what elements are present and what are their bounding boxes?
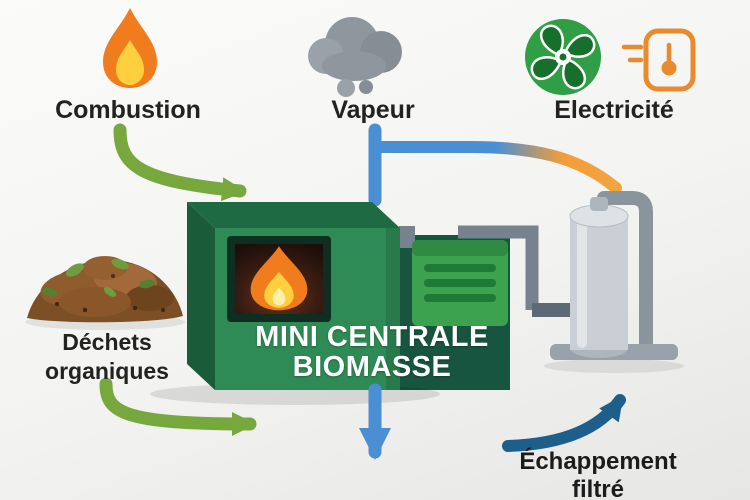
plant-edge-shading — [386, 228, 400, 390]
dechets-line2: organiques — [45, 358, 169, 385]
waste-to-plant-arrow — [99, 377, 257, 436]
flame-icon — [103, 8, 157, 88]
speckle — [161, 308, 165, 312]
plant-title: MINI CENTRALE BIOMASSE — [222, 322, 522, 383]
turbine-fan-icon — [525, 19, 601, 95]
echappement-line1: Échappement — [519, 448, 677, 475]
speckle — [55, 302, 59, 306]
plant-top-face — [187, 202, 400, 228]
leaf — [111, 258, 129, 270]
cloud-tail-puff — [337, 79, 355, 97]
fan-blade — [563, 33, 596, 58]
leaf — [103, 287, 117, 297]
tank-highlight — [577, 218, 587, 348]
leaf — [139, 279, 155, 289]
flow-arrows-top — [113, 123, 622, 207]
pipe-connector — [399, 226, 415, 248]
plant-title-line1: MINI CENTRALE — [255, 321, 489, 353]
organic-waste-pile — [25, 256, 185, 330]
generator-vent-slot — [424, 264, 496, 272]
plant-title-line2: BIOMASSE — [292, 351, 452, 384]
fan-hub-dot — [559, 53, 567, 61]
window-flame-core — [272, 287, 286, 306]
steam-to-electricity-line — [369, 141, 622, 194]
dechets-label: Déchets organiques — [12, 328, 202, 387]
filtered-exhaust-arrow — [502, 394, 626, 452]
plant-side-face — [187, 202, 215, 390]
echappement-line2: filtré — [571, 475, 624, 500]
echappement-label: Échappement filtré — [500, 448, 696, 500]
generator-top-pipe — [458, 225, 539, 310]
fan-blade — [562, 57, 587, 90]
generator-top-band — [412, 240, 508, 256]
electricite-label: Electricité — [554, 96, 674, 124]
waste-clump — [126, 285, 174, 311]
leaf — [65, 263, 85, 277]
fan-blade — [539, 24, 564, 57]
power-indicator — [661, 60, 677, 76]
dechets-line1: Déchets — [62, 329, 152, 355]
biomass-plant — [150, 202, 440, 405]
combustion-label: Combustion — [55, 96, 201, 124]
generator-vent-slot — [424, 279, 496, 287]
leaf — [42, 287, 58, 297]
speckle — [132, 305, 138, 311]
steam-cloud-icon — [308, 17, 402, 97]
power-device-body — [643, 28, 696, 92]
filter-tank — [570, 216, 628, 350]
vapeur-label: Vapeur — [331, 96, 415, 124]
generator-vent-slot — [424, 294, 496, 302]
power-device-icon — [621, 28, 696, 92]
waste-clump — [59, 287, 131, 317]
equipment — [399, 191, 684, 390]
tank-cap — [590, 197, 608, 211]
flame-inner — [116, 40, 144, 85]
cloud-body — [322, 51, 386, 81]
window-flame-icon — [250, 246, 308, 311]
speckle — [111, 274, 115, 278]
flow-arrows-bottom — [99, 377, 626, 460]
equipment-floor-shadow — [544, 359, 684, 373]
cloud-tail-puff — [359, 80, 373, 94]
combustion-to-plant-arrow — [113, 123, 247, 202]
exhaust-pipe — [597, 191, 653, 359]
speckle — [82, 307, 88, 313]
fan-blade — [530, 56, 563, 81]
